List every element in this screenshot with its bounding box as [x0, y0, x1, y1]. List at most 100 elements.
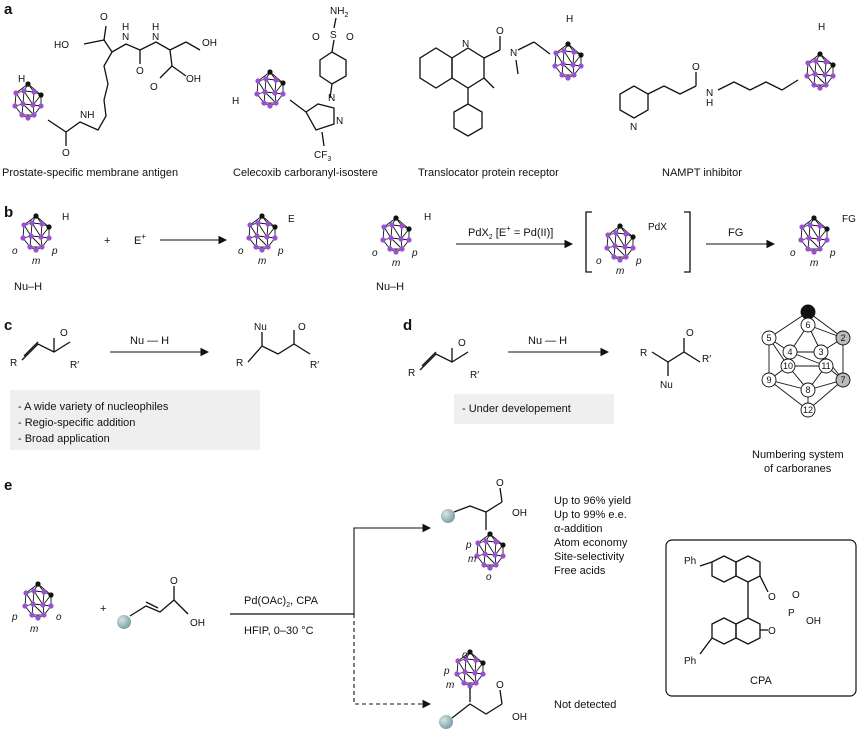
boron-atom	[280, 91, 286, 97]
bottom-product-chain	[451, 703, 503, 719]
carbon-atom	[480, 660, 486, 666]
psma-n2-label: N	[152, 32, 159, 43]
boron-atom	[41, 612, 47, 618]
c-prod-o-label: O	[298, 322, 306, 333]
boron-atom	[393, 249, 399, 255]
tspo-o-label: O	[496, 26, 504, 37]
boron-atom	[399, 223, 405, 229]
nampt-caption: NAMPT inhibitor	[662, 167, 742, 179]
numbering-edge	[768, 379, 809, 411]
numbering-label-12: 12	[803, 405, 813, 415]
c-rprime-label: R′	[70, 360, 79, 371]
boron-atom	[38, 234, 44, 240]
carbon-atom	[500, 542, 506, 548]
boron-atom	[813, 58, 819, 64]
boron-atom	[622, 244, 628, 250]
boron-atom	[246, 235, 252, 241]
boron-atom	[805, 246, 811, 252]
boron-atom	[481, 562, 487, 568]
boron-atom	[39, 221, 45, 227]
boron-atom	[473, 657, 479, 663]
numbering-caption-2: of carboranes	[764, 463, 832, 475]
boron-atom	[27, 244, 33, 250]
top-oh-label: OH	[512, 508, 527, 519]
boron-atom	[473, 680, 479, 686]
panel-e: p m o + O OH Pd(OAc)2, CPA HFIP, 0–30 °C…	[11, 478, 857, 729]
cpa-ph1-label: Ph	[684, 556, 696, 567]
boron-atom	[254, 91, 260, 97]
psma-oh1-label: OH	[186, 74, 201, 85]
c-prod-rprime-label: R′	[310, 360, 319, 371]
boron-atom	[811, 249, 817, 255]
numbering-vertex-6	[800, 317, 816, 333]
methyl-bond	[483, 77, 495, 89]
boron-atom	[612, 243, 618, 249]
cpa-p-label: P	[788, 608, 795, 619]
boron-atom	[38, 103, 44, 109]
e-plus-sign: +	[100, 603, 106, 615]
boron-atom	[48, 603, 54, 609]
d-reagent-label: Nu — H	[528, 335, 567, 347]
boron-atom	[265, 221, 271, 227]
psma-oh2-bond	[171, 65, 187, 77]
e-cage-p: p	[11, 612, 18, 623]
c-o-label: O	[60, 328, 68, 339]
c-enone-bond	[21, 341, 71, 361]
numbering-label-1: 1	[805, 307, 810, 317]
e-conditions-bottom: HFIP, 0–30 °C	[244, 625, 314, 637]
cpa-naph-1b	[735, 555, 761, 583]
carbon-atom	[46, 224, 52, 230]
psma-acid2-bond	[159, 49, 173, 79]
boron-atom	[23, 590, 29, 596]
boron-atom	[480, 671, 486, 677]
bottom-cage-o: o	[462, 650, 468, 661]
b-left-m-label: m	[32, 256, 40, 267]
celecoxib-n2-label: N	[336, 116, 343, 127]
c-nu-label: Nu	[254, 322, 267, 333]
nampt-n-label: N	[706, 88, 713, 99]
boron-atom	[29, 612, 35, 618]
boron-atom	[560, 61, 566, 67]
cpa-ph2-label: Ph	[684, 656, 696, 667]
carborane-cage-icon	[246, 213, 278, 253]
boron-atom	[255, 78, 261, 84]
numbering-edge	[768, 311, 809, 339]
boron-atom	[822, 72, 828, 78]
boron-atom	[816, 236, 822, 242]
d-o-label: O	[458, 338, 466, 349]
boron-atom	[265, 244, 271, 250]
cage-edge	[23, 90, 34, 106]
bottom-cage-p: p	[443, 666, 450, 677]
d-prod-rprime-label: R′	[702, 354, 711, 365]
boron-atom	[578, 63, 584, 69]
carbon-atom	[393, 215, 399, 221]
top-product-chain	[453, 501, 503, 513]
c-point-3: - Broad application	[18, 433, 110, 445]
numbering-label-11: 11	[821, 361, 830, 371]
carbon-atom	[406, 226, 412, 232]
n-ch2-bond	[517, 41, 535, 51]
boron-atom	[39, 244, 45, 250]
c-point-1: - A wide variety of nucleophiles	[18, 401, 169, 413]
boron-atom	[41, 589, 47, 595]
cage-edge	[257, 222, 268, 238]
bottom-co-bond	[499, 689, 503, 705]
b-reagent-label: PdX2 [E+ = Pd(II)]	[468, 224, 553, 241]
celecoxib-caption: Celecoxib carboranyl-isostere	[233, 167, 378, 179]
benzene-ring	[319, 51, 347, 85]
boron-atom	[487, 565, 493, 571]
carbon-atom	[617, 223, 623, 229]
cpa-label: CPA	[750, 675, 772, 687]
carbon-atom	[35, 581, 41, 587]
boron-atom	[262, 89, 268, 95]
d-prod-o-label: O	[686, 328, 694, 339]
b-fg-reagent-label: FG	[728, 227, 743, 239]
cf3-bond	[321, 131, 325, 147]
b-right-h-label: H	[424, 212, 431, 223]
carbon-atom	[578, 52, 584, 58]
boron-atom	[28, 233, 34, 239]
psma-o1-label: O	[100, 12, 108, 23]
b-int-m: m	[616, 266, 624, 277]
cage-h-label: H	[18, 74, 25, 85]
carbon-atom	[280, 80, 286, 86]
